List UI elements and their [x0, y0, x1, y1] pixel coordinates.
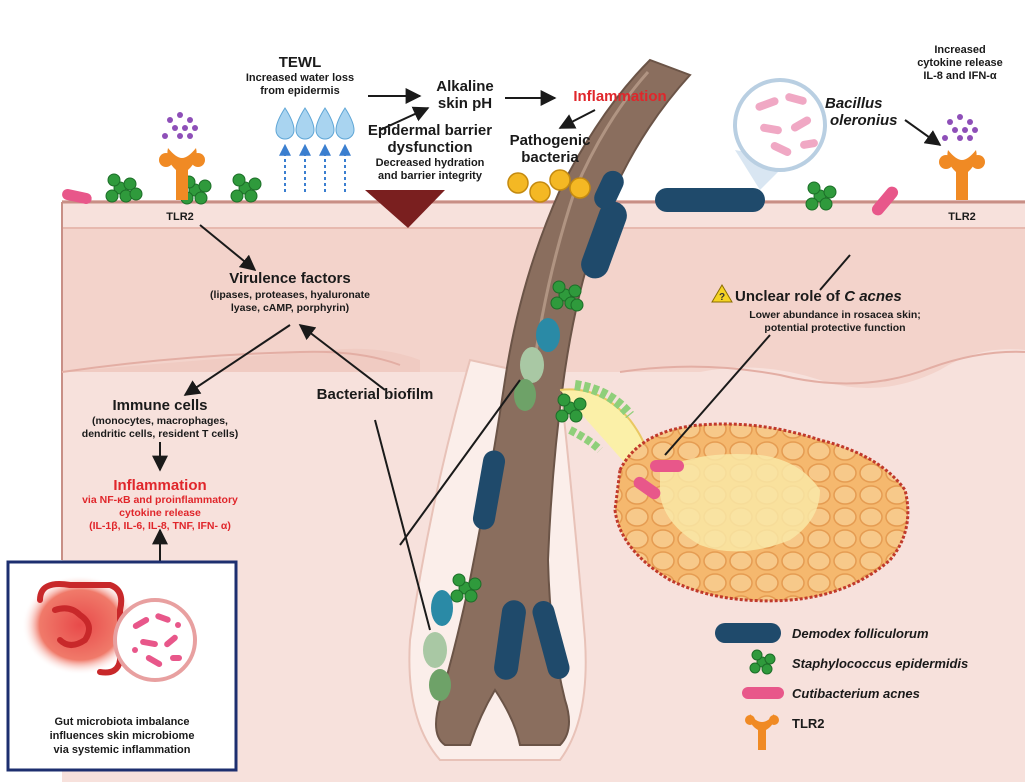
- demodex-mites: [472, 170, 765, 680]
- warning-icon: ?: [711, 284, 733, 303]
- virulence-title: Virulence factors: [229, 270, 351, 287]
- unclear-role-title: Unclear role of C acnes: [735, 288, 902, 305]
- inflammation-desc-2: cytokine release: [119, 507, 201, 519]
- bacillus-label-1: Bacillus: [825, 95, 883, 112]
- alkaline-label-1: Alkaline: [436, 78, 494, 95]
- legend-staph-label: Staphylococcus epidermidis: [792, 656, 969, 671]
- legend-icons: [715, 623, 784, 750]
- unclear-desc-2: potential protective function: [764, 322, 906, 334]
- cytokine-label-1: Increased: [934, 44, 986, 56]
- gut-label-1: Gut microbiota imbalance: [54, 716, 190, 728]
- cytokine-dots-right: [942, 114, 978, 141]
- tewl-desc-1: Increased water loss: [245, 72, 355, 84]
- unclear-desc-1: Lower abundance in rosacea skin;: [749, 309, 921, 321]
- biofilm-label: Bacterial biofilm: [316, 386, 434, 403]
- staph-clusters: [105, 173, 837, 603]
- tewl-title: TEWL: [278, 54, 322, 71]
- bacillus-label-2: oleronius: [830, 112, 898, 129]
- water-drops: [275, 107, 355, 192]
- tlr2-left-label: TLR2: [166, 211, 194, 223]
- bacillus-rods: [755, 93, 818, 156]
- gut-magnifier: [113, 598, 197, 682]
- c-acnes-rod-icon: [742, 687, 784, 699]
- gut-icon: [22, 575, 138, 675]
- barrier-title-2: dysfunction: [387, 139, 473, 156]
- svg-text:?: ?: [719, 292, 725, 303]
- barrier-title-1: Epidermal barrier: [367, 122, 493, 139]
- biofilm-cells: [423, 318, 560, 701]
- pathogenic-label-2: bacteria: [521, 149, 579, 166]
- immune-desc-2: dendritic cells, resident T cells): [81, 428, 239, 440]
- cytokine-label-2: cytokine release: [917, 57, 1003, 69]
- virulence-desc-2: lyase, cAMP, porphyrin): [230, 302, 350, 314]
- gut-label-2: influences skin microbiome: [49, 730, 195, 742]
- legend-demodex-label: Demodex folliculorum: [792, 626, 929, 641]
- gut-label-3: via systemic inflammation: [53, 744, 191, 756]
- legend-cacnes-label: Cutibacterium acnes: [792, 686, 920, 701]
- tlr2-receptor-right: [939, 150, 985, 200]
- inflammation-desc-3: (IL-1β, IL-6, IL-8, TNF, IFN- α): [89, 520, 231, 532]
- tlr2-receptor-icon: [745, 714, 779, 750]
- demodex-icon: [715, 623, 781, 643]
- alkaline-label-2: skin pH: [437, 95, 493, 112]
- legend-tlr2-label: TLR2: [792, 716, 825, 731]
- pathogenic-bacteria: [507, 169, 591, 203]
- c-acnes-rods: [62, 186, 899, 500]
- inflammation-left-title: Inflammation: [113, 477, 207, 494]
- virulence-desc-1: (lipases, proteases, hyaluronate: [210, 289, 370, 301]
- barrier-desc-2: and barrier integrity: [378, 170, 482, 182]
- barrier-defect-triangle: [365, 190, 445, 228]
- pathogenic-label-1: Pathogenic: [509, 132, 591, 149]
- immune-title: Immune cells: [112, 397, 208, 414]
- inflammation-top-label: Inflammation: [573, 88, 667, 105]
- barrier-desc-1: Decreased hydration: [375, 157, 485, 169]
- gut-bacteria: [132, 613, 182, 667]
- cytokine-dots-left: [162, 112, 198, 139]
- demodex-surface: [655, 188, 765, 212]
- bacillus-magnifier: [733, 78, 827, 172]
- tlr2-receptor-left: [159, 148, 205, 200]
- staph-cluster-icon: [749, 649, 776, 675]
- tewl-desc-2: from epidermis: [260, 85, 340, 97]
- tlr2-right-label: TLR2: [948, 211, 976, 223]
- inflammation-desc-1: via NF-κB and proinflammatory: [82, 494, 238, 506]
- immune-desc-1: (monocytes, macrophages,: [92, 415, 228, 427]
- hair-shaft: [435, 58, 692, 746]
- cytokine-label-3: IL-8 and IFN-α: [923, 70, 997, 82]
